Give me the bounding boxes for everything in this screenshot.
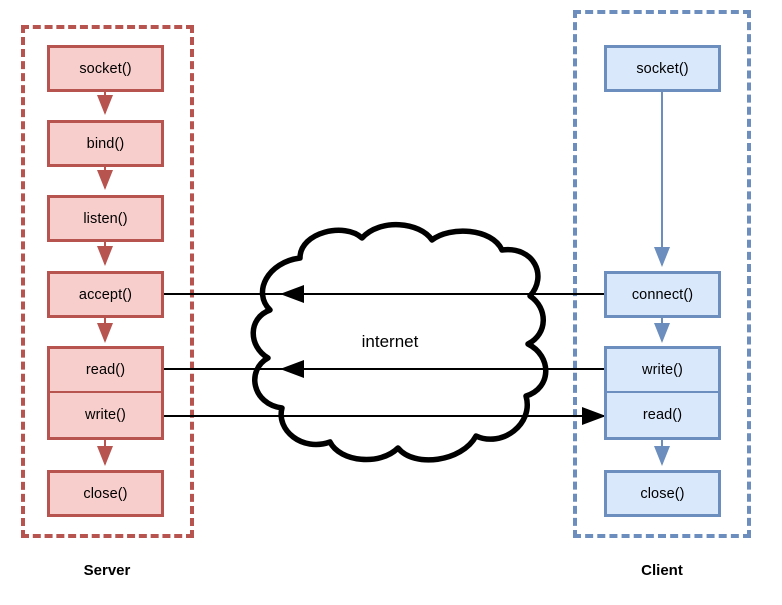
client-zone-label: Client bbox=[641, 562, 683, 579]
client-node-read[interactable]: read() bbox=[604, 393, 721, 440]
client-zone-boundary bbox=[573, 10, 751, 538]
network-connectors bbox=[164, 285, 606, 425]
server-node-bind[interactable]: bind() bbox=[47, 120, 164, 167]
server-node-close[interactable]: close() bbox=[47, 470, 164, 517]
server-zone-boundary bbox=[21, 25, 194, 538]
client-node-close[interactable]: close() bbox=[604, 470, 721, 517]
connector-stubs bbox=[164, 293, 604, 417]
client-node-write[interactable]: write() bbox=[604, 346, 721, 393]
server-zone-label: Server bbox=[83, 562, 131, 579]
client-node-connect[interactable]: connect() bbox=[604, 271, 721, 318]
server-node-listen[interactable]: listen() bbox=[47, 195, 164, 242]
server-node-read[interactable]: read() bbox=[47, 346, 164, 393]
server-node-write[interactable]: write() bbox=[47, 393, 164, 440]
client-node-socket[interactable]: socket() bbox=[604, 45, 721, 92]
server-node-accept[interactable]: accept() bbox=[47, 271, 164, 318]
server-node-socket[interactable]: socket() bbox=[47, 45, 164, 92]
network-label: internet bbox=[361, 332, 419, 351]
